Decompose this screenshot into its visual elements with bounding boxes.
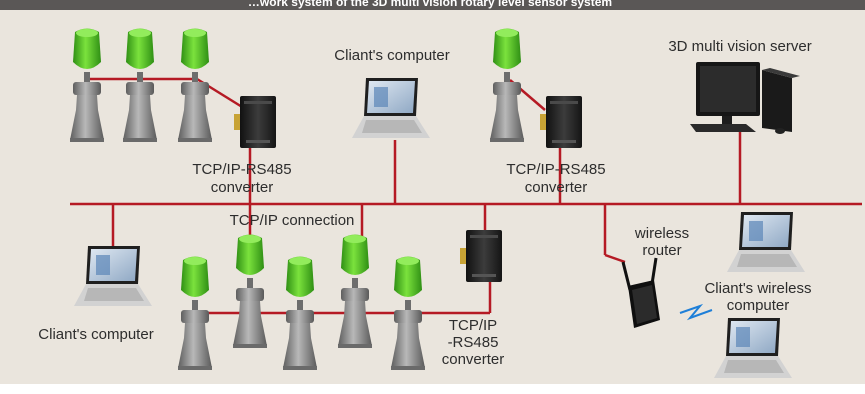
tcpip-connection-label: TCP/IP connection xyxy=(230,212,355,229)
bottom-border xyxy=(0,384,865,394)
header-bar xyxy=(0,0,865,10)
wireless-client-label-2: computer xyxy=(727,297,790,314)
converter-mid-label-1: TCP/IP-RS485 xyxy=(506,161,605,178)
converter-box-icon xyxy=(540,96,582,148)
rotary-level-sensor-icon xyxy=(283,256,317,370)
rotary-level-sensor-icon xyxy=(391,256,425,370)
header-title: …work system of the 3D multi vision rota… xyxy=(248,0,612,9)
client-computer-bottom-label: Cliant's computer xyxy=(38,326,153,343)
server-label: 3D multi vision server xyxy=(668,38,811,55)
converter-bottom-label-3: converter xyxy=(442,351,505,368)
router-label-2: router xyxy=(642,242,681,259)
router-label-1: wireless xyxy=(634,225,689,242)
rotary-level-sensor-icon xyxy=(70,28,104,142)
converter-mid-label-2: converter xyxy=(525,179,588,196)
desktop-server-icon xyxy=(690,62,800,134)
rotary-level-sensor-icon xyxy=(338,234,372,348)
rotary-level-sensor-icon xyxy=(178,28,212,142)
wireless-router-icon xyxy=(621,257,660,328)
converter-left-label-2: converter xyxy=(211,179,274,196)
rotary-level-sensor-icon xyxy=(233,234,267,348)
converter-left-label-1: TCP/IP-RS485 xyxy=(192,161,291,178)
client-computer-top-label: Cliant's computer xyxy=(334,47,449,64)
rotary-level-sensor-icon xyxy=(490,28,524,142)
wireless-client-label-1: Cliant's wireless xyxy=(704,280,811,297)
converter-bottom-label-1: TCP/IP xyxy=(449,317,497,334)
converter-box-icon xyxy=(460,230,502,282)
converter-box-icon xyxy=(234,96,276,148)
wireless-signal-icon xyxy=(679,303,713,321)
rotary-level-sensor-icon xyxy=(123,28,157,142)
converter-bottom-label-2: -RS485 xyxy=(448,334,499,351)
rotary-level-sensor-icon xyxy=(178,256,212,370)
